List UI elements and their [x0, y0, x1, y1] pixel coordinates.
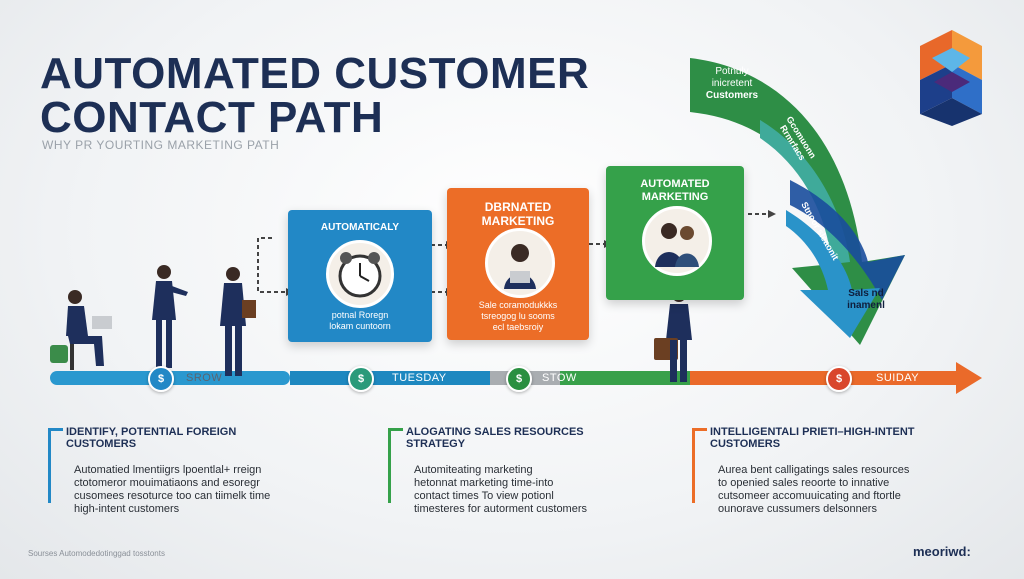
stage-card-desc-line-1: potnal Roregn: [331, 310, 389, 320]
stage-card-automated-marketing: AUTOMATED MARKETING: [606, 166, 744, 300]
column-body-line-1: Aurea bent calligatings sales resources: [718, 464, 910, 476]
brand-logo-icon: [920, 30, 982, 126]
timeline-marker-3: $: [506, 366, 532, 392]
stage-card-desc-line-2: lokam cuntoorn: [329, 321, 391, 331]
page-subtitle: WHY PR YOURTING MARKETING PATH: [42, 138, 280, 152]
timeline-segment-blue2: [290, 371, 490, 385]
footer-source: Sourses Automodedotinggad tosstonts: [28, 549, 165, 558]
timeline-arrow-head: [956, 362, 982, 394]
column-heading-line-1: INTELLIGENTALI PRIETI–HIGH-INTENT: [710, 426, 915, 438]
stage-card-desc-line-3: ecl taebsroiy: [492, 322, 544, 332]
curve-arrow-blue: [790, 180, 905, 300]
stage-card-title: DBRNATED MARKETING: [481, 200, 555, 228]
column-body-line-3: cusomees resoturce too can tiimelk time: [74, 490, 271, 502]
page-title: AUTOMATED CUSTOMER CONTACT PATH: [40, 52, 589, 140]
column-body: Aurea bent calligatings sales resources …: [718, 464, 992, 516]
timeline-label-4: SUIDAY: [876, 372, 920, 384]
stage-card-desc-line-2: tsreogog lu sooms: [481, 311, 555, 321]
column-heading: IDENTIFY, POTENTIAL FOREIGN CUSTOMERS: [66, 426, 308, 450]
team-meeting-icon: [642, 206, 712, 276]
column-body: Automiteating marketing hetonnat marketi…: [414, 464, 648, 516]
title-line-2: CONTACT PATH: [40, 93, 384, 142]
stage-card-desc-line-1: Sale coramodukkks: [478, 300, 558, 310]
footer-brand: meoriwd:: [913, 544, 971, 559]
timeline-segment-orange: [690, 371, 958, 385]
curve-arrow-lightblue: [786, 210, 880, 338]
curve-arrow-top-line-2: inicretent: [711, 78, 753, 89]
connector-1: [257, 237, 286, 293]
column-body-line-4: high-intent customers: [74, 503, 180, 515]
column-body-line-1: Automatied lmentiigrs lpoentlal+ rreign: [74, 464, 262, 476]
curve-arrow-green: [690, 58, 905, 345]
person-standing-2: [220, 267, 256, 376]
curve-arrow-tip-text: Sals nd inamenl: [836, 288, 896, 312]
column-heading: INTELLIGENTALI PRIETI–HIGH-INTENT CUSTOM…: [710, 426, 992, 450]
column-body-line-4: timesteres for autorment customers: [414, 503, 588, 515]
column-body-line-1: Automiteating marketing: [414, 464, 533, 476]
stage-card-dbrnated-marketing: DBRNATED MARKETING Sale coramodukkks tsr…: [447, 188, 589, 340]
timeline-label-3: STOW: [542, 372, 577, 384]
column-body-line-2: to openied sales reoorte to innative: [718, 477, 890, 489]
column-heading: ALOGATING SALES RESOURCES STRATEGY: [406, 426, 648, 450]
sales-person-icon: [485, 228, 555, 298]
column-heading-line-1: ALOGATING SALES RESOURCES: [406, 426, 584, 438]
curve-arrow-tip-line-1: Sals nd: [848, 288, 884, 299]
column-body: Automatied lmentiigrs lpoentlal+ rreign …: [74, 464, 308, 516]
column-bracket: [388, 428, 403, 503]
connector-5-head: [768, 210, 776, 218]
timeline-label-1: SROW: [186, 372, 223, 384]
stage-card-title: AUTOMATICALY: [320, 222, 400, 233]
curve-arrow-top-line-3: Customers: [705, 90, 759, 101]
person-with-briefcase: [654, 288, 692, 382]
curve-arrow-tip-line-2: inamenl: [847, 300, 885, 311]
column-bracket: [48, 428, 63, 503]
column-heading-line-2: STRATEGY: [406, 438, 466, 450]
curve-arrow-top-line-1: Potnuly: [715, 66, 749, 77]
column-bracket: [692, 428, 707, 503]
column-body-line-2: hetonnat marketing time-into: [414, 477, 554, 489]
timeline-marker-4: $: [826, 366, 852, 392]
column-intelligent: INTELLIGENTALI PRIETI–HIGH-INTENT CUSTOM…: [692, 426, 992, 516]
column-allocating: ALOGATING SALES RESOURCES STRATEGY Autom…: [388, 426, 648, 516]
column-body-line-3: contact times To view potionl: [414, 490, 554, 502]
column-body-line-2: ctotomeror mouimatiaons and esoregr: [74, 477, 260, 489]
stage-card-automatically: AUTOMATICALY potnal Roregn lokam cuntoor…: [288, 210, 432, 342]
title-line-1: AUTOMATED CUSTOMER: [40, 49, 590, 98]
column-heading-line-2: CUSTOMERS: [710, 438, 781, 450]
column-heading-line-1: IDENTIFY, POTENTIAL FOREIGN: [66, 426, 237, 438]
timeline-marker-2: $: [348, 366, 374, 392]
timeline-marker-1: $: [148, 366, 174, 392]
column-body-line-4: ounorave cussumers delsonners: [718, 503, 877, 515]
stage-card-title: AUTOMATED MARKETING: [640, 178, 710, 203]
alarm-clock-icon: [326, 240, 394, 308]
person-sitting: [50, 290, 112, 370]
curve-arrow-top-text: Potnuly inicretent Customers: [694, 66, 770, 102]
column-body-line-3: cutsomeer accomuuicating and ftortle: [718, 490, 901, 502]
person-standing-1: [152, 265, 188, 368]
timeline-label-2: TUESDAY: [392, 372, 447, 384]
timeline-segment-green: [560, 371, 690, 385]
column-identify: IDENTIFY, POTENTIAL FOREIGN CUSTOMERS Au…: [48, 426, 308, 516]
column-heading-line-2: CUSTOMERS: [66, 438, 137, 450]
